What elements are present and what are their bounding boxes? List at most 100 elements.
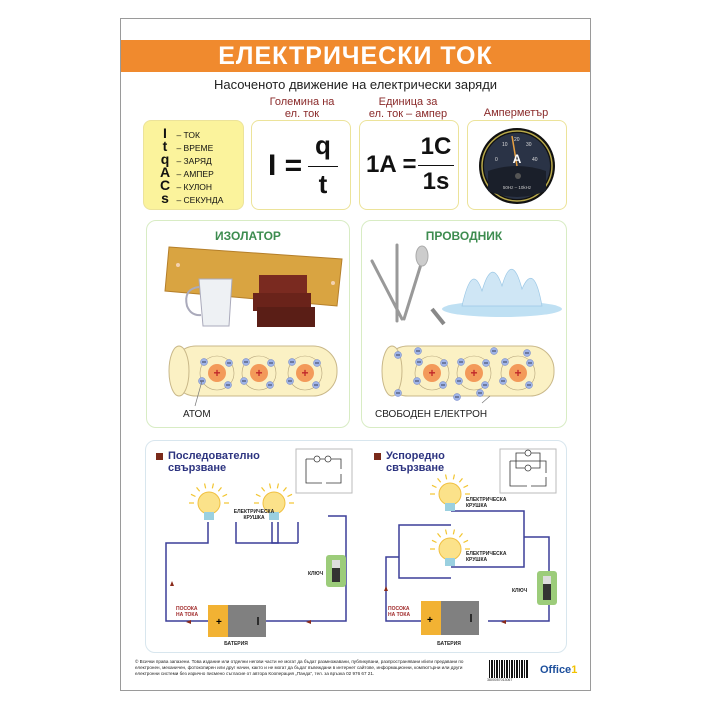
barcode-icon: [489, 660, 529, 678]
atom-caption: АТОМ: [183, 409, 211, 420]
current-formula-box: I = q t: [251, 120, 351, 210]
ampere-formula-box: 1A = 1C 1s: [359, 120, 459, 210]
ammeter-icon: 0 10 20 30 40 A 50Hz – 10kHz: [479, 128, 555, 204]
conductor-panel: ПРОВОДНИК + + + СВОБОДЕН ЕЛЕКТРОН: [361, 220, 567, 428]
magnitude-label: Големина на ел. ток: [262, 96, 342, 120]
electron-icon: [394, 389, 402, 397]
unit-label-line1: Единица за: [378, 96, 438, 108]
electron-icon: [415, 358, 423, 366]
light-bulb-icon: [430, 529, 470, 566]
glass-cup-icon: [185, 278, 233, 327]
electron-icon: [313, 359, 321, 367]
brand-name: Office: [540, 664, 572, 676]
formula-denominator: t: [318, 169, 328, 199]
legend-symbol: q: [160, 151, 170, 167]
legend-symbol: t: [162, 138, 168, 154]
legend-row: s – СЕКУНДА: [158, 191, 243, 205]
parallel-wire: [385, 510, 550, 622]
atom-icon: +: [286, 355, 323, 391]
atom-icon: +: [198, 355, 235, 391]
circuits-illustration: Последователно свързване ЕЛЕКТРИЧЕСКА КР…: [156, 448, 557, 647]
legend-row: I – ТОК: [158, 125, 243, 141]
insulator-illustration: + + +: [164, 246, 343, 407]
legend-text: – ВРЕМЕ: [176, 143, 214, 153]
battery-icon: +: [208, 605, 266, 637]
svg-text:+: +: [213, 366, 220, 380]
legend-row: t – ВРЕМЕ: [158, 138, 243, 154]
direction-label: ПОСОКА: [176, 606, 198, 612]
tick-label: 30: [526, 142, 532, 148]
tick-label: 10: [502, 142, 508, 148]
water-splash-icon: [442, 268, 562, 317]
svg-text:+: +: [428, 366, 435, 380]
electron-icon: [523, 349, 531, 357]
electron-icon: [200, 358, 208, 366]
series-title-line2: свързване: [168, 462, 226, 474]
subtitle: Насоченото движение на електрически заря…: [213, 77, 498, 92]
bulb-label: ЕЛЕКТРИЧЕСКА: [466, 497, 507, 503]
bulb-label: ЕЛЕКТРИЧЕСКА: [466, 551, 507, 557]
electron-icon: [440, 359, 448, 367]
insulator-title: ИЗОЛАТОР: [215, 229, 281, 243]
atom-icon: +: [240, 355, 277, 391]
legend-symbol: C: [159, 177, 171, 193]
legend-symbol: A: [159, 164, 171, 180]
formula-lhs: I =: [268, 149, 303, 182]
insulator-panel: ИЗОЛАТОР + + + АТОМ: [146, 220, 350, 428]
formula-numerator: 1C: [420, 133, 452, 160]
legend-text: – АМПЕР: [176, 169, 214, 179]
battery-icon: +: [421, 601, 479, 635]
electron-icon: [499, 377, 507, 385]
svg-text:+: +: [301, 366, 308, 380]
electron-icon: [482, 359, 490, 367]
tick-label: 20: [514, 137, 520, 143]
page-title: ЕЛЕКТРИЧЕСКИ ТОК: [121, 40, 590, 72]
bulb-label: КРУШКА: [243, 515, 265, 521]
electron-icon: [455, 377, 463, 385]
atom-icon: +: [413, 355, 450, 391]
electron-icon: [242, 358, 250, 366]
electron-icon: [240, 377, 248, 385]
formula-lhs: 1A =: [366, 151, 417, 178]
conductor-title: ПРОВОДНИК: [425, 229, 503, 243]
light-bulb-icon: [254, 483, 294, 520]
electron-icon: [288, 358, 296, 366]
bulb-label: КРУШКА: [466, 557, 488, 563]
electron-icon: [457, 358, 465, 366]
electron-icon: [526, 359, 534, 367]
electron-icon: [394, 351, 402, 359]
direction-label: ПОСОКА: [388, 606, 410, 612]
svg-text:+: +: [470, 366, 477, 380]
switch-icon: [326, 555, 346, 587]
cutlery-icon: [370, 243, 429, 323]
tick-label: 40: [532, 157, 538, 163]
electron-icon: [525, 381, 533, 389]
magnitude-label-line1: Големина на: [269, 96, 335, 108]
svg-text:+: +: [514, 366, 521, 380]
light-bulb-icon: [189, 483, 229, 520]
brand-suffix: 1: [571, 664, 578, 676]
legend-symbol: I: [163, 125, 167, 141]
direction-label: НА ТОКА: [388, 612, 410, 618]
unit-label: Единица за ел. ток – ампер: [358, 96, 458, 120]
legend-text: – ТОК: [176, 130, 200, 140]
tick-label: 0: [495, 157, 498, 163]
brand-logo: Office1: [540, 664, 577, 676]
conductor-illustration: + + +: [370, 243, 562, 404]
electron-icon: [490, 347, 498, 355]
legend-row: q – ЗАРЯД: [158, 151, 243, 167]
series-schematic-icon: [295, 448, 353, 494]
electron-icon: [267, 359, 275, 367]
legend-row: C – КУЛОН: [158, 177, 243, 193]
light-bulb-icon: [430, 474, 470, 511]
direction-label: НА ТОКА: [176, 612, 198, 618]
svg-text:+: +: [255, 366, 262, 380]
electron-icon: [501, 358, 509, 366]
electron-icon: [453, 393, 461, 401]
parallel-title-line2: свързване: [386, 462, 444, 474]
fraction-bar: [418, 165, 454, 166]
free-electron-caption: СВОБОДЕН ЕЛЕКТРОН: [375, 409, 488, 420]
current-arrow-icons: [384, 586, 506, 624]
legend-row: A – АМПЕР: [158, 164, 243, 180]
electron-icon: [312, 381, 320, 389]
